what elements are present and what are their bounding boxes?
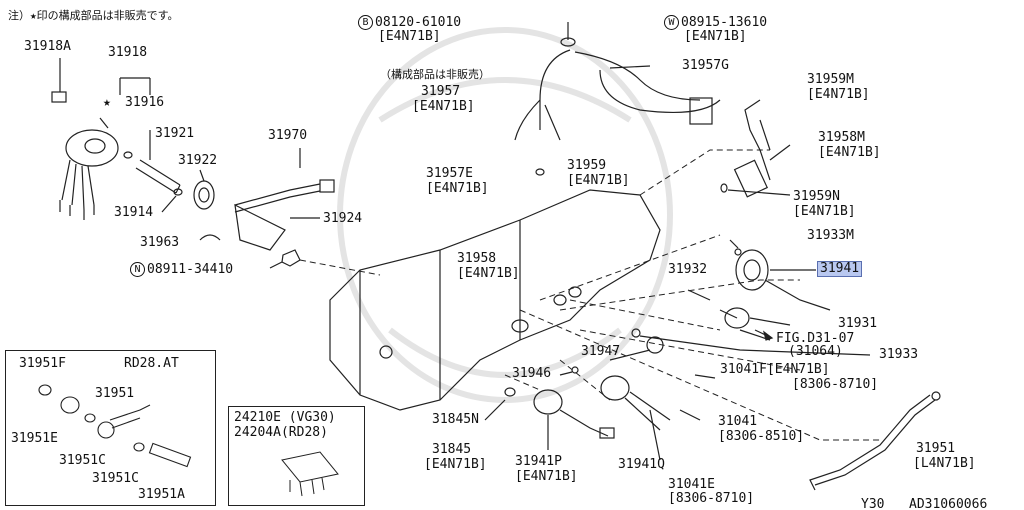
part-31951C-lower[interactable]: 31951C	[92, 471, 139, 486]
inset-variant-label: RD28.AT	[124, 356, 179, 371]
part-31845[interactable]: 31845	[432, 442, 472, 457]
part-24204A[interactable]: 24204A(RD28)	[234, 425, 328, 440]
part-24210E[interactable]: 24210E (VG30)	[234, 410, 336, 425]
w-circle-icon: W	[664, 15, 679, 30]
part-31914[interactable]: 31914	[114, 205, 154, 220]
part-31041F[interactable]: 31041F[E4N71B]	[720, 362, 830, 377]
part-31918A[interactable]: 31918A	[24, 39, 71, 54]
date-range: [8306-8710]	[668, 491, 755, 506]
part-31951C-upper[interactable]: 31951C	[59, 453, 106, 468]
date-range: [8306-8510]	[718, 429, 805, 444]
part-31951-inset[interactable]: 31951	[95, 386, 135, 401]
inset-mid-drawing	[281, 451, 339, 497]
part-31957[interactable]: 31957	[421, 84, 461, 99]
model-code: [E4N71B]	[426, 181, 489, 196]
model-code: [E4N71B]	[457, 266, 520, 281]
part-31958M[interactable]: 31958M	[818, 130, 865, 145]
part-31845N[interactable]: 31845N	[432, 412, 479, 427]
part-31918[interactable]: 31918	[108, 45, 148, 60]
model-code: [E4N71B]	[412, 99, 475, 114]
part-31921[interactable]: 31921	[155, 126, 195, 141]
model-code: [E4N71B]	[818, 145, 881, 160]
date-range: [8306-8710]	[792, 377, 879, 392]
part-31957E[interactable]: 31957E	[426, 166, 473, 181]
part-code: 08915-13610	[681, 15, 768, 30]
part-31933[interactable]: 31933	[879, 347, 919, 362]
nonsale-note: 注）★印の構成部品は非販売です。	[8, 9, 179, 22]
part-31916[interactable]: 31916	[125, 95, 165, 110]
fig-reference-link[interactable]: FIG.D31-07	[776, 331, 855, 346]
model-code: [L4N71B]	[913, 456, 976, 471]
part-31951E[interactable]: 31951E	[11, 431, 58, 446]
model-code: [E4N71B]	[807, 87, 870, 102]
part-code: 08120-61010	[375, 15, 462, 30]
part-31951F[interactable]: 31951F	[19, 356, 66, 371]
part-31941-highlighted[interactable]: 31941	[816, 261, 863, 277]
model-code: [E4N71B]	[567, 173, 630, 188]
part-31959M[interactable]: 31959M	[807, 72, 854, 87]
part-31924[interactable]: 31924	[323, 211, 363, 226]
harness-note: （構成部品は非販売）	[380, 68, 490, 81]
part-31959N[interactable]: 31959N	[793, 189, 840, 204]
inset-engine-box	[228, 406, 365, 506]
part-31931[interactable]: 31931	[838, 316, 878, 331]
n-circle-icon: N	[130, 262, 145, 277]
part-31941Q[interactable]: 31941Q	[618, 457, 665, 472]
inset-left-drawing	[38, 384, 192, 468]
part-31041E[interactable]: 31041E	[668, 477, 715, 492]
model-code: [E4N71B]	[793, 204, 856, 219]
part-31946[interactable]: 31946	[512, 366, 552, 381]
model-code: [E4N71B]	[684, 29, 747, 44]
part-31970[interactable]: 31970	[268, 128, 308, 143]
part-31957G[interactable]: 31957G	[682, 58, 729, 73]
model-code: [E4N71B]	[424, 457, 487, 472]
model-code: [E4N71B]	[515, 469, 578, 484]
part-31941P[interactable]: 31941P	[515, 454, 562, 469]
part-31951[interactable]: 31951	[916, 441, 956, 456]
part-31959[interactable]: 31959	[567, 158, 607, 173]
part-31958[interactable]: 31958	[457, 251, 497, 266]
part-31932[interactable]: 31932	[668, 262, 708, 277]
inset-rd28-box	[5, 350, 216, 506]
star-icon: ★	[103, 95, 111, 110]
footer-diagram-id: AD31060066	[909, 497, 988, 510]
part-31933M[interactable]: 31933M	[807, 228, 854, 243]
b-circle-icon: B	[358, 15, 373, 30]
part-31947[interactable]: 31947	[581, 344, 621, 359]
part-31922[interactable]: 31922	[178, 153, 218, 168]
footer-model: Y30	[861, 497, 885, 510]
part-31963[interactable]: 31963	[140, 235, 180, 250]
fig-reference-code: (31064)	[788, 344, 843, 359]
transmission-outline	[329, 189, 661, 411]
part-31041[interactable]: 31041	[718, 414, 758, 429]
part-31951A[interactable]: 31951A	[138, 487, 185, 502]
model-code: [E4N71B]	[378, 29, 441, 44]
part-code: 08911-34410	[147, 262, 234, 277]
watermark-emblem	[337, 27, 673, 403]
